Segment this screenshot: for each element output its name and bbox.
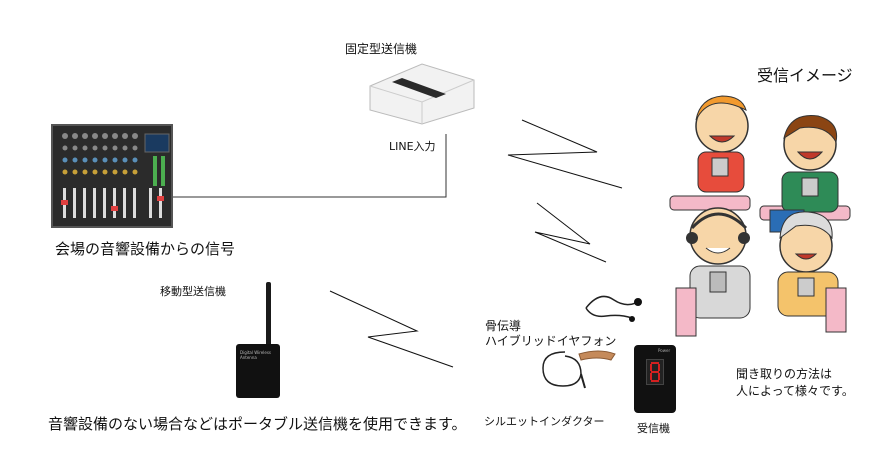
audio-mixer-image xyxy=(51,124,173,228)
receiver-display xyxy=(646,359,664,385)
listening-note-2: 人によって様々です。 xyxy=(736,384,854,398)
silhouette-inductor-label: シルエットインダクター xyxy=(484,415,605,428)
earphone-cable xyxy=(585,295,642,322)
audience-illustration xyxy=(650,88,860,343)
portable-note: 音響設備のない場合などはポータブル送信機を使用できます。 xyxy=(48,415,467,433)
line-mixer-to-transmitter xyxy=(172,134,447,198)
wireless-bolt-lower xyxy=(329,290,454,368)
portable-transmitter-image: Digital Wireless Antenna xyxy=(236,282,280,398)
receiver-label: 受信機 xyxy=(637,422,670,435)
audience-drawing xyxy=(669,95,851,337)
bone-conduction-label-2: ハイブリッドイヤフォン xyxy=(485,334,617,348)
fixed-transmitter-image xyxy=(362,58,480,126)
listening-note-1: 聞き取りの方法は xyxy=(736,367,833,381)
receiver-image: Power xyxy=(634,345,676,413)
earphone-image xyxy=(580,288,650,326)
inductor-shape xyxy=(542,350,616,389)
venue-signal-label: 会場の音響設備からの信号 xyxy=(55,240,236,258)
bone-conduction-label-1: 骨伝導 xyxy=(485,319,522,333)
reception-image-title: 受信イメージ xyxy=(757,66,853,85)
mixer-knobs xyxy=(61,133,170,218)
portable-transmitter-body: Digital Wireless Antenna xyxy=(236,344,280,398)
silhouette-inductor-image xyxy=(535,346,623,394)
portable-transmitter-label: 移動型送信機 xyxy=(160,285,226,298)
wireless-bolt-middle xyxy=(534,202,607,263)
wireless-bolt-upper xyxy=(507,119,623,189)
antenna-icon xyxy=(266,282,271,348)
receiver-brand: Power xyxy=(658,348,671,353)
fixed-transmitter-shape xyxy=(369,63,475,125)
display-digit-icon xyxy=(650,362,660,382)
fixed-transmitter-label: 固定型送信機 xyxy=(345,42,418,56)
portable-device-text: Digital Wireless Antenna xyxy=(240,350,271,360)
line-input-label: LINE入力 xyxy=(389,140,436,153)
